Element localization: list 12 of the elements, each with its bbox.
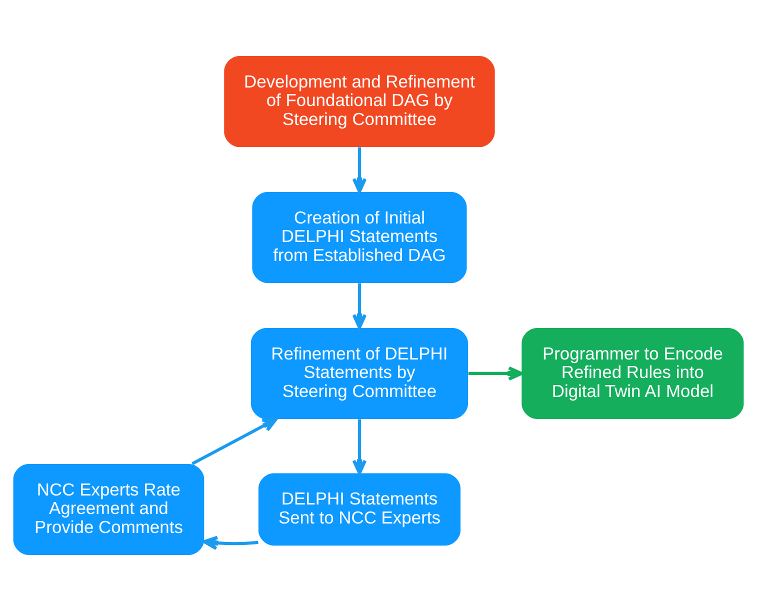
arrow [468,366,524,381]
arrow [352,283,367,330]
arrow [352,147,367,194]
node-box: DELPHI Statements Sent to NCC Experts [258,473,461,546]
node-box: Creation of Initial DELPHI Statements from Established DAG [252,192,467,284]
node-box: NCC Experts Rate Agreement and Provide Comments [13,464,204,555]
node-box: Development and Refinement of Foundational DAG by Steering Committee [224,56,495,148]
arrow [192,418,278,466]
arrow [352,419,367,475]
node-box: Programmer to Encode Refined Rules into Digital Twin AI Model [522,328,744,420]
arrow [202,536,258,550]
node-box: Refinement of DELPHI Statements by Steering Committee [250,328,468,420]
